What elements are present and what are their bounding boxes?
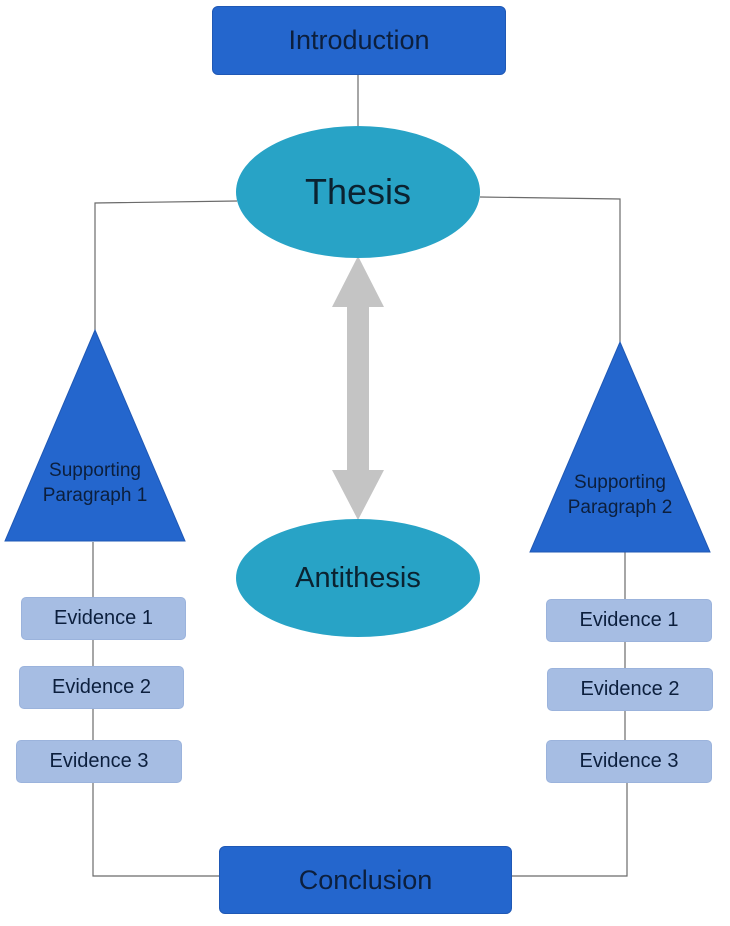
right-paragraph-line1: Supporting — [574, 472, 666, 493]
thesis-label: Thesis — [304, 171, 412, 212]
connector-thesis-right — [479, 196, 621, 342]
right-triangle — [529, 340, 711, 553]
left-evidence-3: Evidence 3 — [16, 740, 182, 783]
right-evidence-3: Evidence 3 — [546, 740, 712, 783]
left-paragraph-line2: Paragraph 1 — [42, 484, 148, 506]
connector-thesis-left — [94, 200, 238, 330]
left-evidence-2-label: Evidence 2 — [52, 676, 151, 698]
introduction-label: Introduction — [288, 25, 430, 55]
conclusion-label: Conclusion — [298, 864, 433, 895]
left-evidence-1: Evidence 1 — [21, 597, 186, 640]
left-evidence-2: Evidence 2 — [19, 666, 184, 709]
left-paragraph-label: Supporting Paragraph 1 — [18, 459, 172, 508]
antithesis-ellipse: Antithesis — [236, 519, 480, 637]
double-arrow — [332, 256, 384, 520]
conclusion-box: Conclusion — [219, 846, 512, 914]
thesis-ellipse: Thesis — [236, 126, 480, 258]
right-evidence-1-label: Evidence 1 — [579, 609, 679, 631]
connector-left-conclusion — [92, 783, 220, 877]
right-paragraph-label: Supporting Paragraph 2 — [543, 471, 697, 520]
right-paragraph-line2: Paragraph 2 — [567, 496, 673, 518]
left-evidence-1-label: Evidence 1 — [54, 607, 153, 629]
right-evidence-1: Evidence 1 — [546, 599, 712, 642]
left-paragraph-line1: Supporting — [49, 460, 141, 481]
right-evidence-2: Evidence 2 — [547, 668, 713, 711]
left-evidence-3-label: Evidence 3 — [49, 750, 149, 772]
introduction-box: Introduction — [212, 6, 506, 75]
left-triangle — [4, 328, 186, 542]
right-evidence-2-label: Evidence 2 — [580, 678, 680, 700]
connector-right-conclusion — [512, 783, 628, 877]
antithesis-label: Antithesis — [295, 561, 421, 594]
right-evidence-3-label: Evidence 3 — [579, 750, 679, 772]
